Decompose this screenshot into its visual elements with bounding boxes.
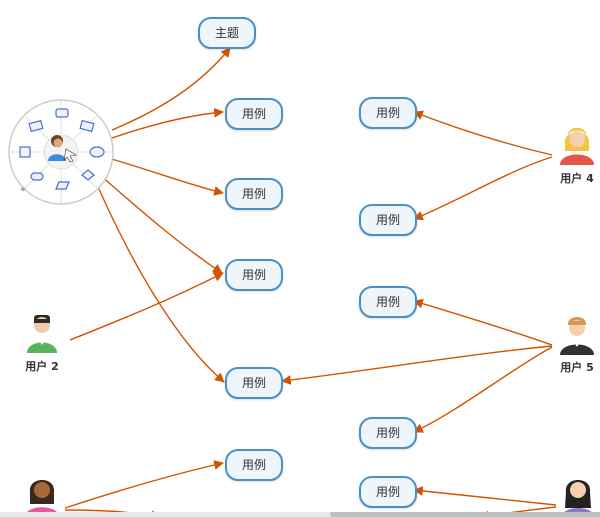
connector-user2-usecase-3[interactable] (69, 272, 224, 341)
connector-to-usecase-2[interactable] (107, 157, 224, 196)
use-case-node-6[interactable]: 用例 (359, 97, 417, 129)
connector-user5-usecase-c[interactable] (413, 298, 553, 346)
use-case-node-7[interactable]: 用例 (359, 204, 417, 236)
use-case-node-9[interactable]: 用例 (359, 417, 417, 449)
person-icon[interactable] (558, 474, 598, 517)
use-case-node-2[interactable]: 用例 (225, 178, 283, 210)
wheel-parallelogram-shape[interactable] (55, 181, 70, 190)
connector-to-usecase-4[interactable] (94, 179, 225, 383)
person-icon[interactable] (23, 313, 61, 355)
connector-user4-usecase-a[interactable] (413, 110, 553, 156)
use-case-node-4[interactable]: 用例 (225, 367, 283, 399)
use-case-node-10[interactable]: 用例 (359, 476, 417, 508)
scrollbar-track[interactable] (0, 512, 330, 517)
use-case-node-8[interactable]: 用例 (359, 286, 417, 318)
actor-label-user2: 用户 2 (25, 360, 59, 373)
person-icon[interactable] (557, 313, 597, 357)
topic-node[interactable]: 主题 (198, 17, 256, 49)
wheel-rect-shape[interactable] (28, 119, 44, 133)
person-icon[interactable] (22, 474, 62, 517)
wheel-diamond-shape[interactable] (81, 169, 95, 181)
connector-to-usecase-3[interactable] (99, 174, 223, 274)
shape-picker-wheel[interactable] (6, 97, 116, 207)
actor-label-user5: 用户 5 (560, 361, 594, 374)
connector-user5-usecase-4[interactable] (281, 345, 553, 385)
use-case-node-1[interactable]: 用例 (225, 98, 283, 130)
connector-user3-usecase-5[interactable] (64, 460, 224, 509)
connector-to-topic[interactable] (111, 47, 231, 131)
connector-to-usecase-1[interactable] (111, 107, 224, 139)
wheel-pill-shape[interactable] (30, 172, 44, 181)
connector-user4-usecase-b[interactable] (413, 156, 553, 221)
wheel-rounded-rect-shape[interactable] (55, 108, 69, 118)
person-icon (48, 135, 66, 161)
wheel-rect-shape-2[interactable] (79, 119, 95, 133)
scrollbar-thumb[interactable] (330, 512, 600, 517)
wheel-square-shape[interactable] (19, 146, 31, 158)
use-case-node-3[interactable]: 用例 (225, 259, 283, 291)
person-icon[interactable] (557, 123, 597, 167)
connector-user6-usecase-e[interactable] (413, 486, 557, 506)
wheel-ellipse-shape[interactable] (89, 146, 105, 158)
use-case-node-5[interactable]: 用例 (225, 449, 283, 481)
connector-user5-usecase-d[interactable] (413, 346, 553, 433)
actor-label-user4: 用户 4 (560, 172, 594, 185)
